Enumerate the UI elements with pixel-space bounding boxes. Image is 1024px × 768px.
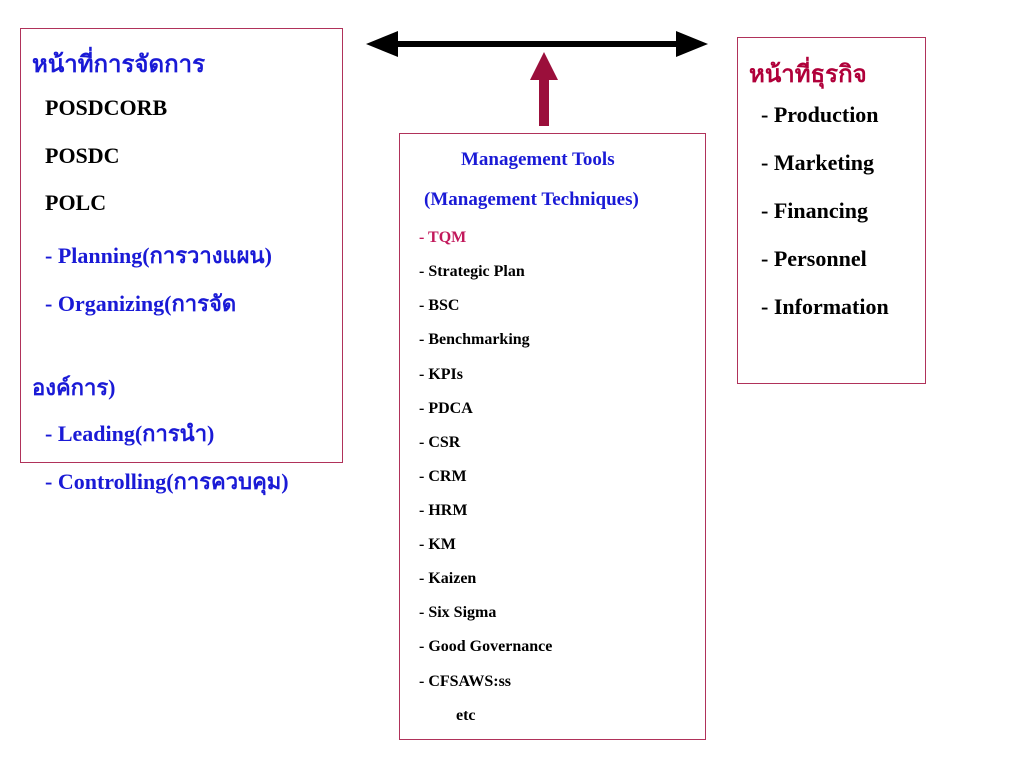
management-functions-title: หน้าที่การจัดการ — [32, 50, 205, 78]
tool-item: - TQM — [419, 229, 467, 246]
tool-item: - CFSAWS:ss — [419, 673, 512, 690]
tool-item: - CRM — [419, 468, 467, 485]
management-functions-box — [20, 28, 343, 463]
management-techniques-title: (Management Techniques) — [424, 189, 639, 210]
tool-item: - BSC — [419, 297, 460, 314]
tool-item: - Benchmarking — [419, 331, 530, 348]
tool-item: - Six Sigma — [419, 604, 497, 621]
tool-item: - KPIs — [419, 366, 463, 383]
business-functions-title: หน้าที่ธุรกิจ — [749, 60, 867, 88]
business-item-marketing: - Marketing — [761, 150, 875, 175]
tool-etc: etc — [456, 707, 476, 724]
tool-item: - KM — [419, 536, 456, 553]
management-tools-title: Management Tools — [461, 149, 615, 170]
function-controlling: - Controlling(การควบคุม) — [45, 469, 289, 494]
tool-item: - Strategic Plan — [419, 263, 525, 280]
double-arrow — [366, 31, 708, 57]
management-tools-box — [399, 133, 706, 740]
tool-item: - Kaizen — [419, 570, 477, 587]
tool-item: - HRM — [419, 502, 468, 519]
business-item-financing: - Financing — [761, 198, 868, 223]
business-item-information: - Information — [761, 294, 889, 319]
function-organizing: - Organizing(การจัด — [45, 291, 237, 316]
tool-item: - CSR — [419, 434, 461, 451]
function-planning: - Planning(การวางแผน) — [45, 243, 272, 268]
posdcorb-label: POSDCORB — [45, 95, 168, 120]
business-functions-box — [737, 37, 926, 384]
function-leading: - Leading(การนำ) — [45, 421, 215, 446]
tool-item: - PDCA — [419, 400, 473, 417]
tool-item: - Good Governance — [419, 638, 553, 655]
function-organizing-cont: องค์การ) — [32, 375, 116, 400]
posdc-label: POSDC — [45, 143, 120, 168]
polc-label: POLC — [45, 190, 107, 215]
up-arrow — [530, 52, 558, 126]
business-item-personnel: - Personnel — [761, 246, 867, 271]
business-item-production: - Production — [761, 102, 879, 127]
